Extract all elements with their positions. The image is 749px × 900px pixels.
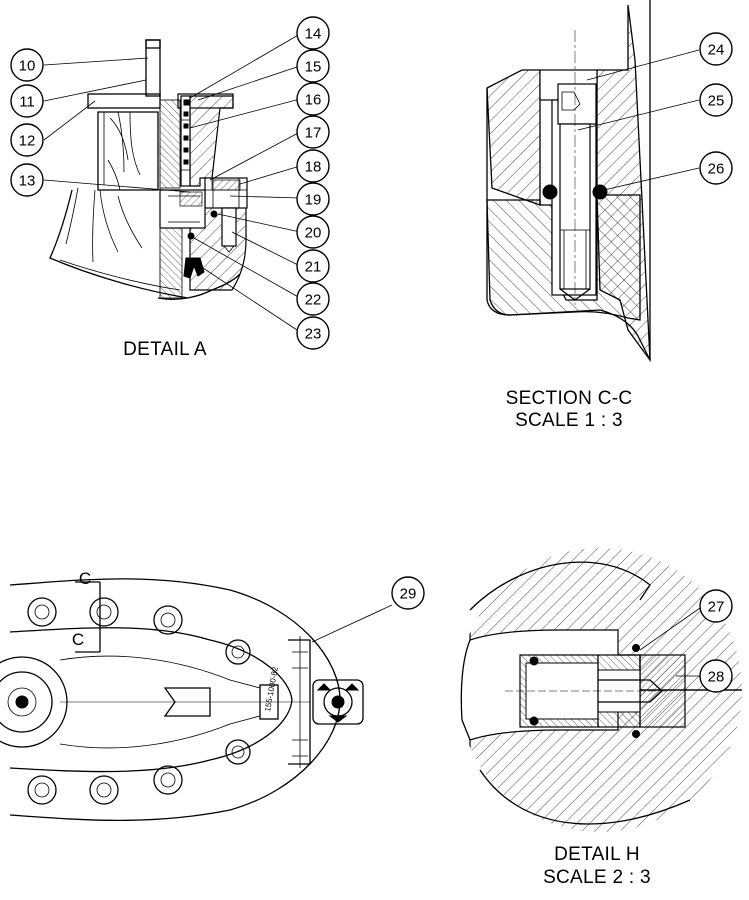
detail-a-caption: DETAIL A (123, 339, 207, 360)
callout-15: 15 (296, 49, 330, 83)
assembly-top-view (0, 578, 393, 822)
callout-20: 20 (296, 215, 330, 249)
detail-a-leaders (43, 33, 301, 333)
svg-text:19: 19 (305, 192, 322, 209)
svg-text:29: 29 (400, 586, 417, 603)
svg-text:16: 16 (305, 92, 322, 109)
bolt-holes-row (27, 597, 251, 805)
callout-29: 29 (391, 576, 425, 610)
section-cc-caption-scale: SCALE 1 : 3 (515, 410, 623, 431)
housing-outline (49, 189, 189, 299)
svg-text:22: 22 (305, 292, 322, 309)
svg-text:27: 27 (708, 599, 725, 616)
section-marker-lower: C (72, 630, 84, 649)
svg-text:26: 26 (708, 161, 725, 178)
svg-text:12: 12 (19, 133, 36, 150)
svg-text:15: 15 (305, 59, 322, 76)
svg-text:25: 25 (708, 93, 725, 110)
callout-13: 13 (10, 163, 44, 197)
callout-19: 19 (296, 182, 330, 216)
callout-10: 10 (10, 48, 44, 82)
svg-text:13: 13 (19, 173, 36, 190)
callout-16: 16 (296, 82, 330, 116)
svg-text:18: 18 (305, 159, 322, 176)
svg-text:11: 11 (19, 94, 35, 111)
svg-text:21: 21 (305, 259, 322, 276)
svg-text:10: 10 (19, 58, 36, 75)
section-cc-leaders (577, 49, 700, 191)
callout-18: 18 (296, 149, 330, 183)
callout-22: 22 (296, 282, 330, 316)
svg-text:28: 28 (708, 669, 725, 686)
callout-23: 23 (296, 316, 330, 350)
section-cc-view (486, 0, 651, 363)
section-cc-caption-title: SECTION C-C (506, 388, 633, 409)
callout-26: 26 (699, 151, 733, 185)
detail-h-leaders (639, 607, 701, 677)
svg-text:20: 20 (305, 225, 322, 242)
callout-25: 25 (699, 83, 733, 117)
detail-h-caption-title: DETAIL H (554, 844, 640, 865)
callout-24: 24 (699, 32, 733, 66)
callout-11: 11 (10, 84, 44, 118)
callout-21: 21 (296, 249, 330, 283)
callout-14: 14 (296, 16, 330, 50)
callout-28: 28 (699, 659, 733, 693)
svg-text:24: 24 (708, 42, 725, 59)
detail-a-view (49, 39, 248, 300)
svg-text:14: 14 (305, 26, 322, 43)
callout-12: 12 (10, 123, 44, 157)
section-marker-upper: C (79, 569, 91, 588)
callout-27: 27 (699, 589, 733, 623)
svg-text:23: 23 (305, 326, 322, 343)
detail-h-view (460, 548, 742, 832)
svg-text:17: 17 (305, 125, 322, 142)
detail-h-caption-scale: SCALE 2 : 3 (543, 867, 651, 888)
callout-17: 17 (296, 115, 330, 149)
upper-housing-section (189, 95, 234, 187)
